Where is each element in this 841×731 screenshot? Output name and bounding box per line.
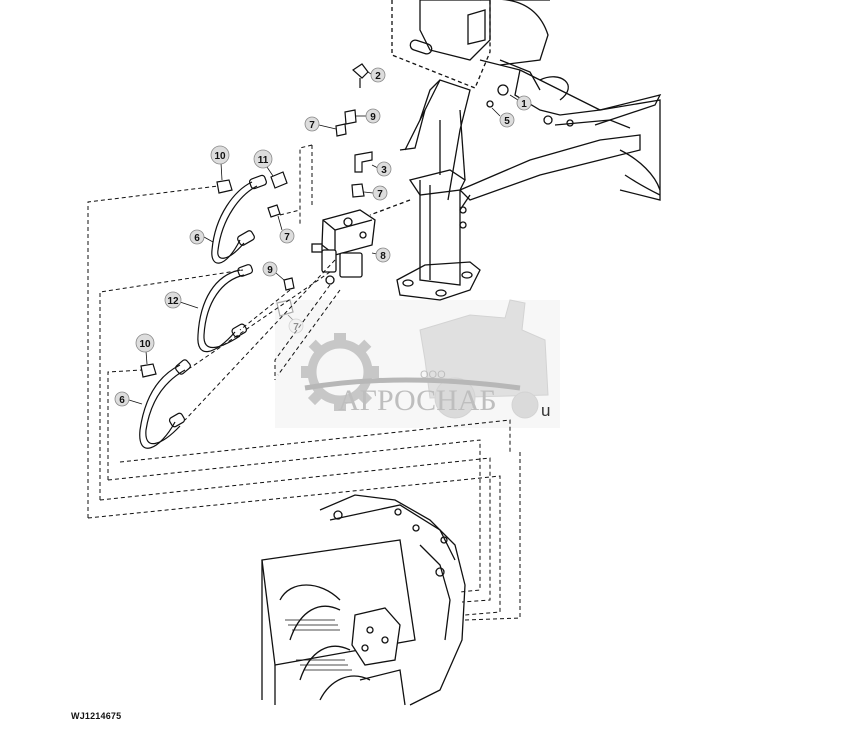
callouts: 1 2 3 5 6 6 xyxy=(114,67,532,407)
callout-label: 10 xyxy=(214,151,226,162)
callout-7: 7 xyxy=(363,185,388,201)
callout-12: 12 xyxy=(164,291,199,309)
fan-motor-assembly xyxy=(261,494,466,706)
callout-10: 10 xyxy=(135,333,155,365)
callout-label: 3 xyxy=(381,165,387,176)
callout-9: 9 xyxy=(356,108,381,124)
callout-label: 10 xyxy=(139,339,151,350)
callout-label: 12 xyxy=(167,296,179,307)
callout-label: 7 xyxy=(284,232,290,243)
watermark-harvester-icon xyxy=(419,299,549,419)
callout-11: 11 xyxy=(253,149,274,177)
watermark: ООО АГРОСНАБ xyxy=(275,299,560,428)
callout-9: 9 xyxy=(262,261,285,281)
watermark-gear-teeth xyxy=(301,333,379,411)
callout-8: 8 xyxy=(371,247,391,263)
hoses xyxy=(139,181,258,449)
callout-1: 1 xyxy=(509,94,532,111)
callout-7: 7 xyxy=(277,215,295,244)
callout-10: 10 xyxy=(210,145,230,181)
callout-5: 5 xyxy=(491,107,515,128)
callout-6: 6 xyxy=(114,391,143,407)
callout-label: 8 xyxy=(380,251,386,262)
callout-label: 9 xyxy=(267,265,273,276)
routing-lines xyxy=(87,144,521,621)
callout-label: 7 xyxy=(377,189,383,200)
callout-label: 11 xyxy=(258,155,269,166)
watermark-suffix: u xyxy=(541,401,550,420)
callout-label: 2 xyxy=(375,71,381,82)
figure-id: WJ1214675 xyxy=(71,711,122,721)
callout-label: 7 xyxy=(309,120,315,131)
callout-label: 9 xyxy=(370,112,376,123)
fittings xyxy=(140,63,373,428)
frame-assembly xyxy=(369,0,662,301)
control-valve xyxy=(311,209,376,285)
callout-7: 7 xyxy=(287,314,304,334)
callout-3: 3 xyxy=(371,161,392,177)
callout-label: 6 xyxy=(119,395,125,406)
watermark-gear-icon xyxy=(307,339,373,405)
callout-label: 7 xyxy=(293,322,299,333)
watermark-company-name: АГРОСНАБ xyxy=(338,384,497,417)
callout-label: 5 xyxy=(504,116,510,127)
watermark-swoosh xyxy=(304,377,521,391)
callout-6: 6 xyxy=(189,229,214,245)
callout-7: 7 xyxy=(304,116,337,132)
callout-label: 1 xyxy=(521,99,527,110)
watermark-prefix: ООО xyxy=(420,369,446,381)
callout-2: 2 xyxy=(367,67,386,83)
callout-label: 6 xyxy=(194,233,200,244)
